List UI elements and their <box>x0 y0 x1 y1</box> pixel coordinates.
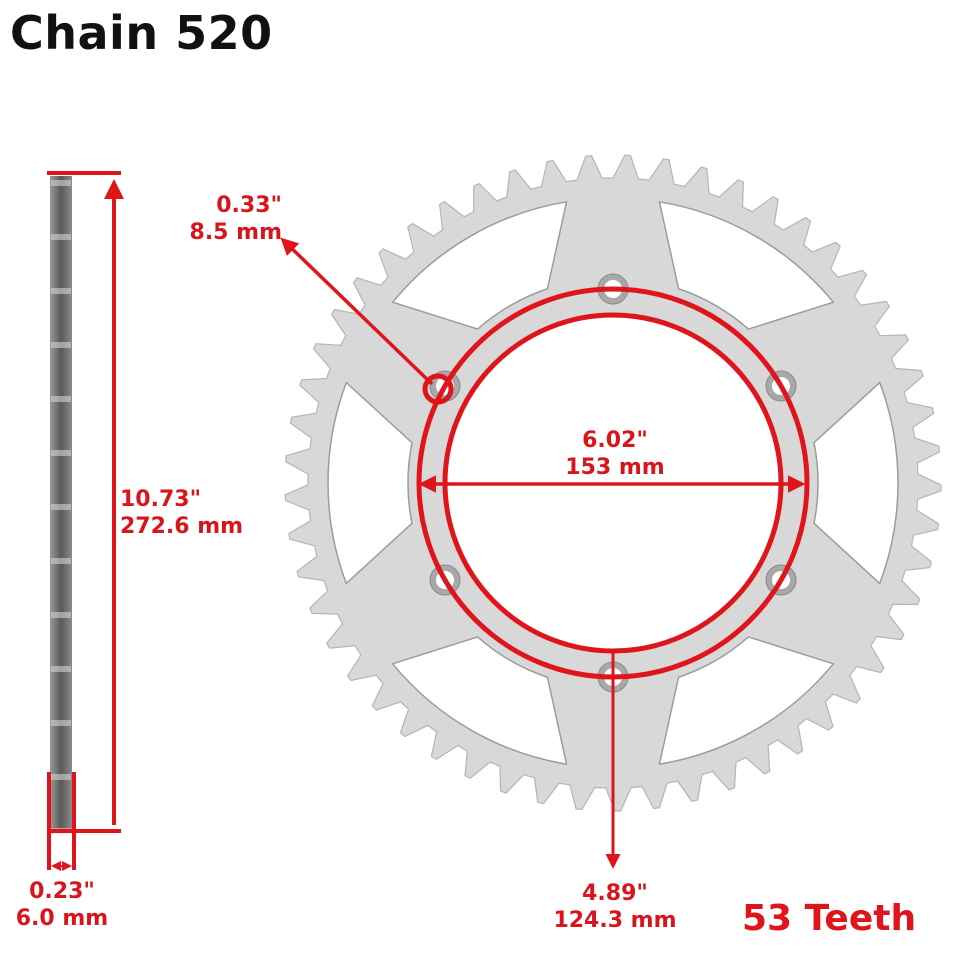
center-bore-inches: 6.02" <box>582 428 648 453</box>
center-bore-label: 6.02" 153 mm <box>530 427 700 481</box>
teeth-count-label: 53 Teeth <box>742 898 917 939</box>
center-bore-mm: 153 mm <box>565 455 665 480</box>
bolt-circle-mm: 124.3 mm <box>553 908 677 933</box>
overall-diameter-inches: 10.73" <box>120 487 202 512</box>
bolt-hole-mm: 8.5 mm <box>189 220 282 245</box>
thickness-inches: 0.23" <box>29 879 95 904</box>
bolt-hole-dimension-label: 0.33" 8.5 mm <box>170 192 282 246</box>
sprocket-side-view <box>50 176 72 834</box>
overall-diameter-mm: 272.6 mm <box>120 514 244 539</box>
overall-diameter-label: 10.73" 272.6 mm <box>120 486 243 540</box>
bolt-circle-inches: 4.89" <box>582 881 648 906</box>
page-title: Chain 520 <box>10 6 273 60</box>
bolt-circle-label: 4.89" 124.3 mm <box>540 880 690 934</box>
dimension-annotations <box>47 171 810 871</box>
thickness-label: 0.23" 6.0 mm <box>0 878 124 932</box>
thickness-mm: 6.0 mm <box>15 906 109 931</box>
bolt-hole-inches: 0.33" <box>216 193 282 218</box>
